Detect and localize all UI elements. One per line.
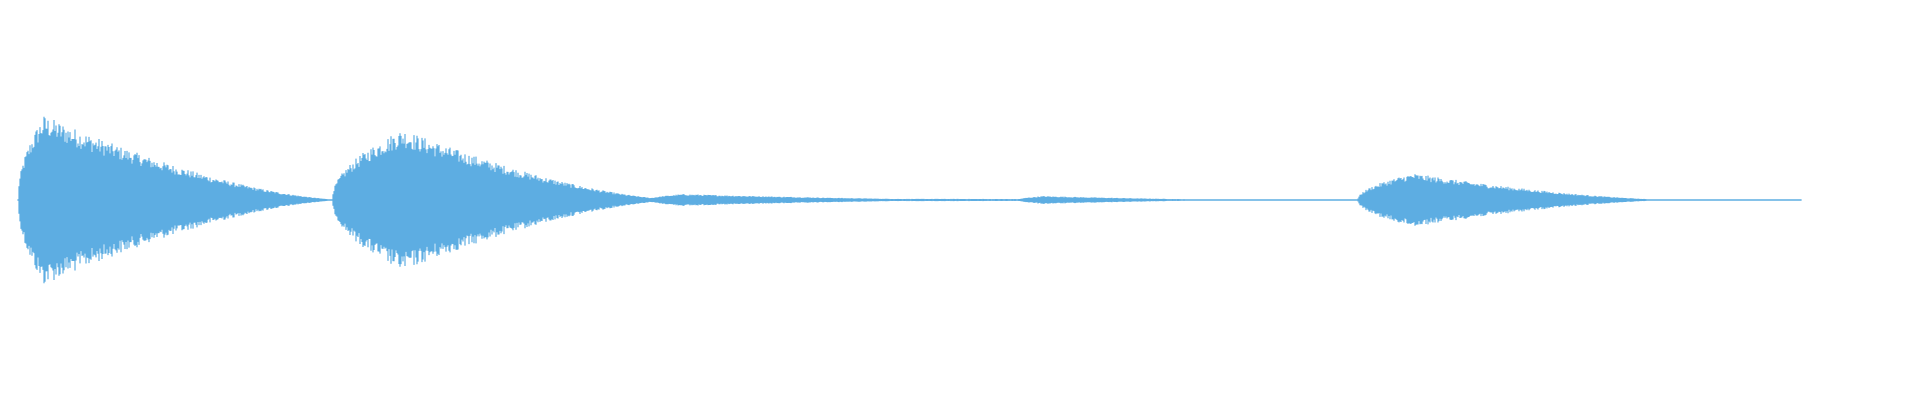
waveform-bars xyxy=(17,116,1802,284)
